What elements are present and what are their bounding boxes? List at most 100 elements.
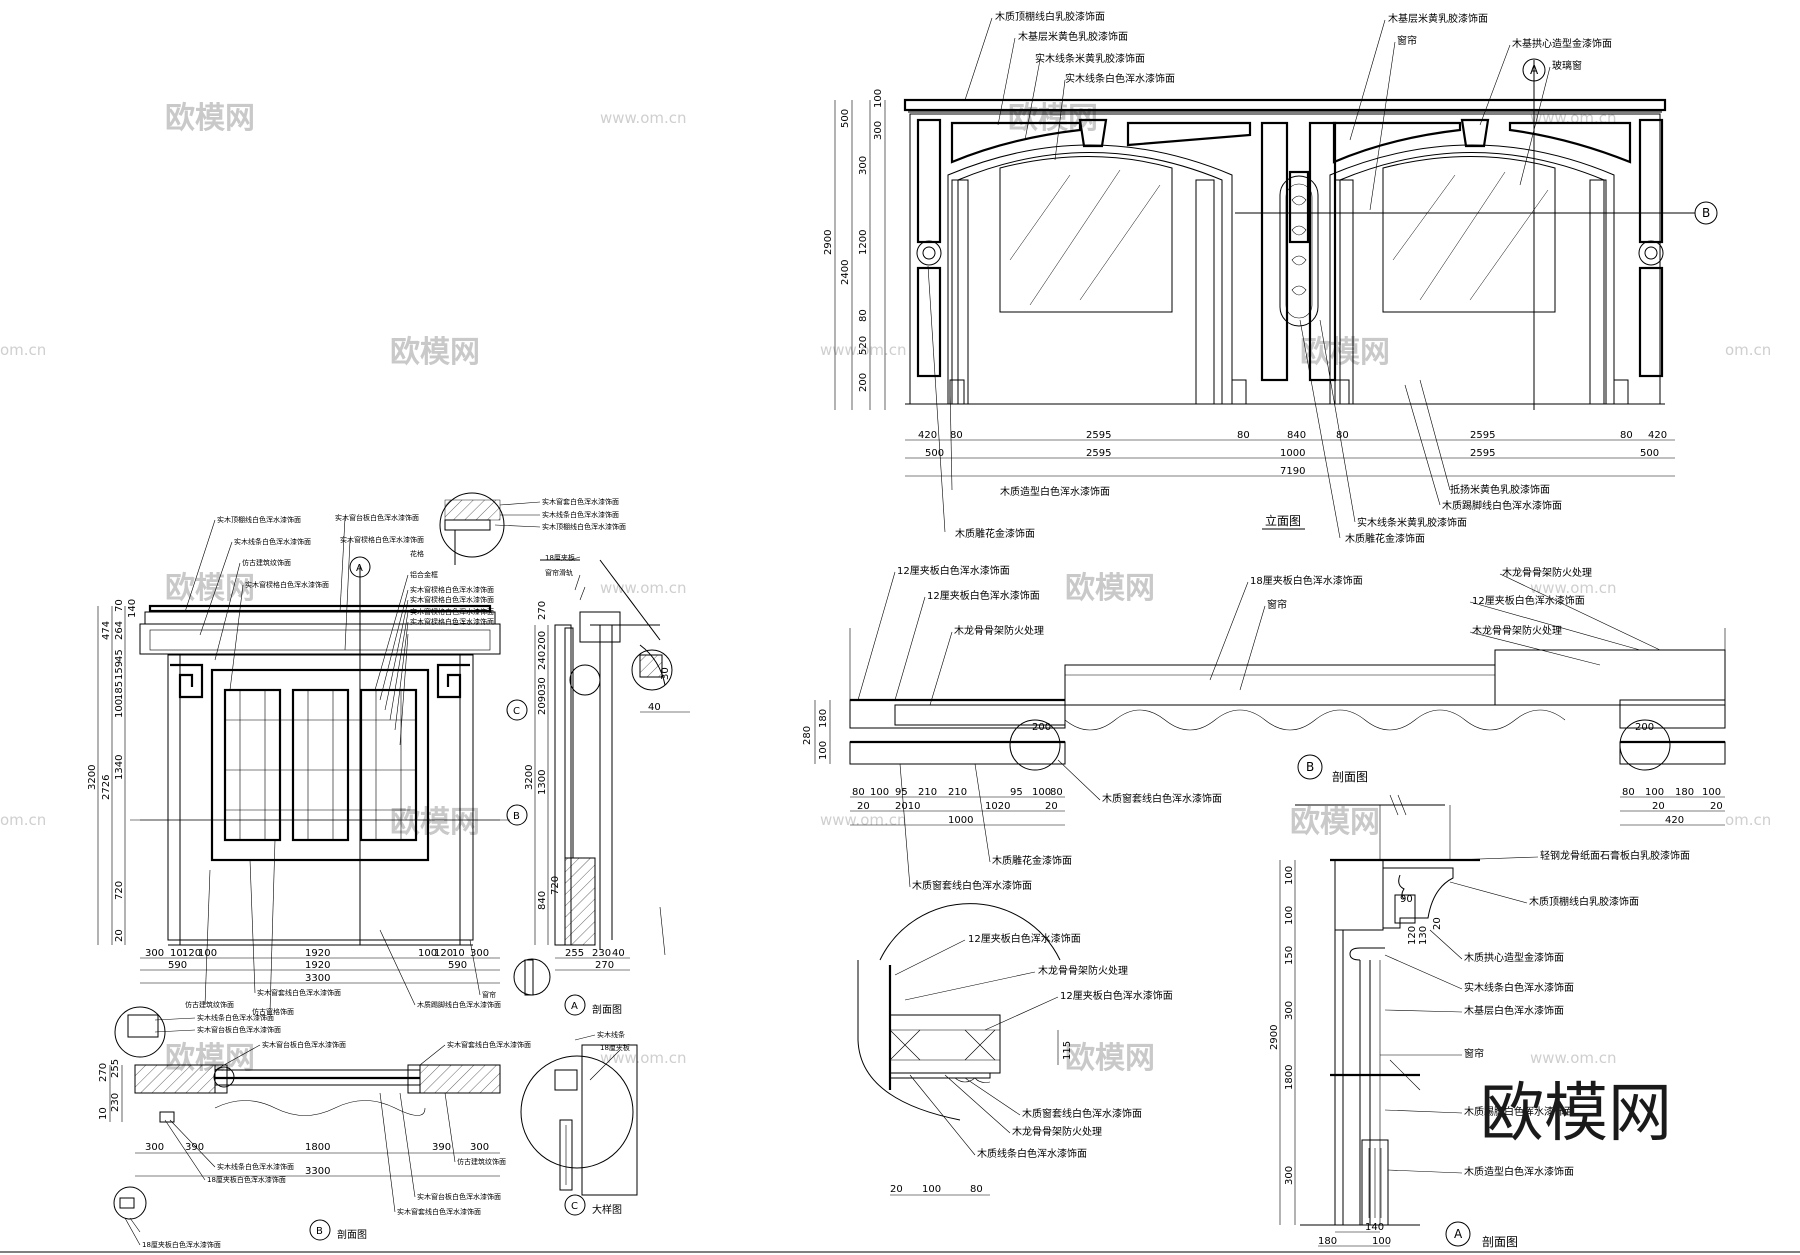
dim-label: 40 — [612, 948, 625, 959]
callout: 12厘夹板白色浑水漆饰面 — [927, 589, 1040, 602]
dim-label: 200 — [1032, 722, 1051, 733]
left-elevation: A C B 3200 2726 474 1340 720 20 264 70 1… — [87, 513, 528, 1016]
callout: 实木窗台板白色浑水漆饰面 — [417, 1192, 501, 1201]
dim-label: 10 — [452, 948, 465, 959]
dim-label: 100 — [1702, 787, 1721, 798]
callout: 木质踢脚线白色浑水漆饰面 — [1442, 499, 1562, 512]
callout: 实木窗棂格白色浑水漆饰面 — [340, 535, 424, 544]
callout: 木质拱心造型金漆饰面 — [1464, 951, 1564, 964]
callout: 轻钢龙骨纸面石膏板白乳胶漆饰面 — [1540, 849, 1690, 862]
callout: 木质顶棚线白乳胶漆饰面 — [1529, 895, 1639, 908]
watermark-url: om.cn — [1725, 811, 1771, 829]
dim-label: 300 — [1284, 1001, 1295, 1020]
dim-label: 150 — [1284, 946, 1295, 965]
dim-label: 2726 — [101, 775, 112, 800]
dim-label: 100 — [1032, 787, 1051, 798]
dim-label: 100 — [870, 787, 889, 798]
watermark: 欧模网 — [1065, 1041, 1155, 1076]
dim-label: 390 — [185, 1142, 204, 1153]
callout: 木基拱心造型金漆饰面 — [1512, 37, 1612, 50]
dim-label: 80 — [1050, 787, 1063, 798]
dim-label: 270 — [98, 1063, 109, 1082]
dim-label: 500 — [1640, 448, 1659, 459]
dim-label: 30 — [660, 667, 671, 680]
callout: 木基层白色浑水漆饰面 — [1464, 1004, 1564, 1017]
dim-label: 420 — [1665, 815, 1684, 826]
dim-label: 1920 — [305, 960, 330, 971]
dim-label: 300 — [873, 121, 884, 140]
dim-label: 840 — [537, 891, 548, 910]
watermark: 欧模网 — [1300, 335, 1390, 370]
callout: 仿古建筑纹饰面 — [457, 1157, 506, 1166]
dim-label: 180 — [818, 709, 829, 728]
dim-label: 270 — [595, 960, 614, 971]
dim-label: 120 — [182, 948, 201, 959]
drawing-title: 剖面图 — [1482, 1235, 1518, 1249]
dim-label: 230 — [110, 1093, 121, 1112]
dim-label: 100 — [1284, 906, 1295, 925]
section-mark: C — [513, 706, 520, 717]
dim-label: 95 — [895, 787, 908, 798]
dim-label: 159 — [114, 661, 125, 680]
section-mark: A — [356, 563, 363, 574]
callout: 实木窗套白色浑水漆饰面 — [542, 497, 619, 506]
dim-label: 1020 — [985, 801, 1010, 812]
dim-label: 90 — [1400, 894, 1413, 905]
dim-label: 30 — [537, 677, 548, 690]
section-b-plan: 280 180 100 80 100 95 210 210 95 100 80 … — [802, 564, 1726, 892]
dim-label: 100 — [1645, 787, 1664, 798]
callout: 仿古窗格饰面 — [252, 1007, 294, 1016]
dim-label: 474 — [101, 621, 112, 640]
callout: 木龙骨骨架防火处理 — [1472, 624, 1562, 637]
dim-label: 2595 — [1086, 448, 1111, 459]
dim-label: 80 — [852, 787, 865, 798]
dim-label: 80 — [950, 430, 963, 441]
dim-label: 3200 — [87, 765, 98, 790]
callout: 木质造型白色浑水漆饰面 — [1000, 485, 1110, 498]
drawing-title: 立面图 — [1265, 513, 1301, 528]
dim-label: 390 — [432, 1142, 451, 1153]
callout: 18厘夹板白色浑水漆饰面 — [1250, 574, 1363, 587]
detail-c: 实木线条 18厘夹板 C 大样图 — [520, 1030, 638, 1216]
watermark: 欧模网 — [165, 101, 255, 136]
callout: 木质线条白色浑水漆饰面 — [977, 1147, 1087, 1160]
drawing-title: 剖面图 — [592, 1003, 622, 1016]
dim-label: 420 — [918, 430, 937, 441]
dim-label: 3200 — [524, 765, 535, 790]
dim-label: 520 — [858, 336, 869, 355]
callout: 木质雕花金漆饰面 — [1345, 532, 1425, 545]
dim-label: 100 — [873, 89, 884, 108]
callout: 仿古建筑纹饰面 — [242, 558, 291, 567]
dim-label: 300 — [858, 156, 869, 175]
dim-label: 500 — [840, 109, 851, 128]
section-a: 2900 100 100 150 300 1800 300 90 20 130 … — [1269, 794, 1690, 1249]
callout: 窗帘 — [1464, 1047, 1484, 1060]
dim-label: 185 — [114, 681, 125, 700]
callout: 实木窗台板白色浑水漆饰面 — [262, 1040, 346, 1049]
dim-label: 7190 — [1280, 466, 1305, 477]
callout: 窗帘 — [1267, 598, 1287, 611]
callout: 实木线条白色浑水漆饰面 — [197, 1013, 274, 1022]
watermark-url: www.om.cn — [820, 811, 907, 829]
section-mark: B — [1702, 206, 1710, 220]
callout: 抵扬米黄色乳胶漆饰面 — [1450, 483, 1550, 496]
dim-label: 1300 — [537, 770, 548, 795]
callout: 木龙骨骨架防火处理 — [954, 624, 1044, 637]
dim-label: 1000 — [948, 815, 973, 826]
callout: 实木线条米黄乳胶漆饰面 — [1035, 52, 1145, 65]
watermark-url: om.cn — [1725, 341, 1771, 359]
dim-label: 300 — [145, 948, 164, 959]
dim-label: 200 — [537, 631, 548, 650]
dim-label: 140 — [1365, 1222, 1384, 1233]
callout: 铝合金框 — [410, 570, 438, 579]
callout: 实木线条米黄乳胶漆饰面 — [1357, 516, 1467, 529]
watermark-url: www.om.cn — [1530, 1049, 1617, 1067]
dim-label: 130 — [1418, 926, 1429, 945]
section-mark: A — [571, 1001, 578, 1012]
callout: 12厘夹板白色浑水漆饰面 — [1472, 594, 1585, 607]
dim-label: 80 — [858, 309, 869, 322]
callout: 木质窗套线白色浑水漆饰面 — [1102, 792, 1222, 805]
dim-label: 200 — [1635, 722, 1654, 733]
callout: 实木窗棂格白色浑水漆饰面 — [410, 617, 494, 626]
